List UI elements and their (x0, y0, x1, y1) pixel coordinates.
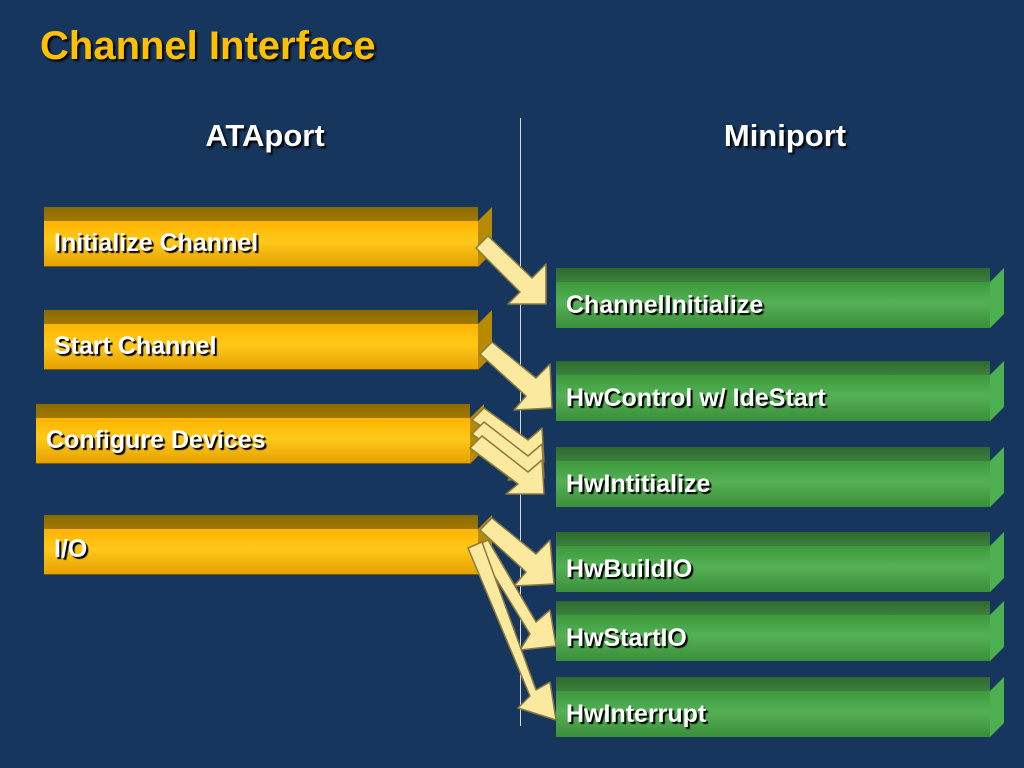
box-side-face (990, 601, 1004, 661)
arrow-icon (469, 435, 545, 495)
miniport-column-header: Miniport (723, 118, 847, 153)
box-side-face (990, 268, 1004, 328)
ataport-box-label: Start Channel (44, 324, 478, 370)
box-side-face (990, 361, 1004, 421)
ataport-box-label: I/O (44, 529, 478, 575)
miniport-box-label: ChannelInitialize (556, 282, 990, 328)
ataport-box-label: Configure Devices (36, 418, 470, 464)
box-side-face (990, 532, 1004, 592)
arrow-icon (479, 517, 555, 587)
miniport-box-label: HwBuildIO (556, 546, 990, 592)
miniport-box-label: HwControl w/ IdeStart (556, 375, 990, 421)
column-divider (520, 118, 521, 726)
box-side-face (990, 447, 1004, 507)
arrow-icon (475, 235, 547, 305)
miniport-box-label: HwStartIO (556, 615, 990, 661)
miniport-box-label: HwIntitialize (556, 461, 990, 507)
slide-title: Channel Interface (40, 24, 376, 68)
box-side-face (990, 677, 1004, 737)
ataport-column-header: ATAport (205, 118, 325, 153)
ataport-box-label: Initialize Channel (44, 221, 478, 267)
arrow-icon (467, 541, 557, 721)
arrow-icon (475, 539, 557, 651)
arrow-icon (479, 341, 553, 411)
miniport-box-label: HwInterrupt (556, 691, 990, 737)
